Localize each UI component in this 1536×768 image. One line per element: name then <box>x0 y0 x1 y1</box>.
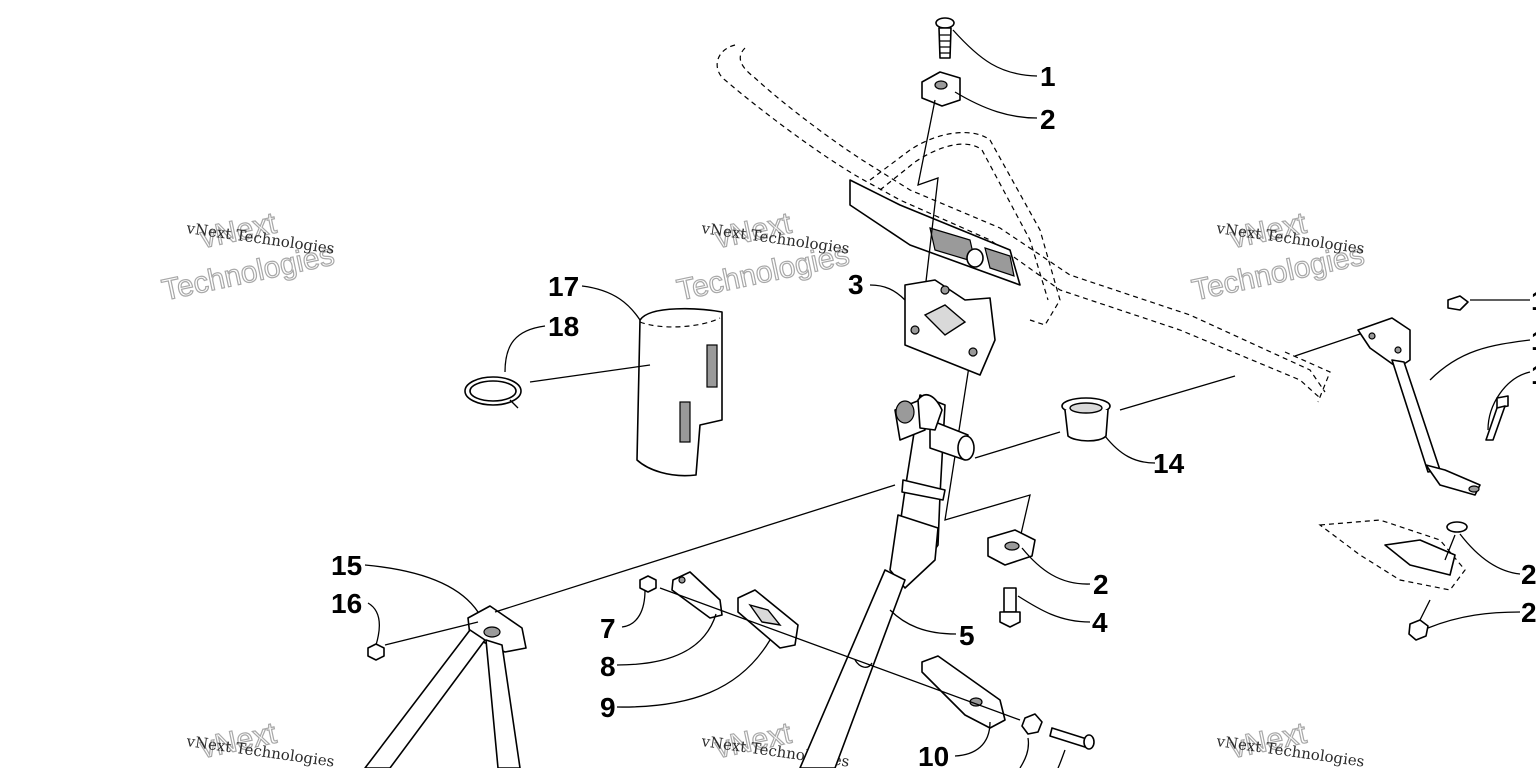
snap-ring <box>464 376 522 409</box>
bolt-top <box>935 17 955 59</box>
tie-rod-bracket <box>364 605 527 768</box>
watermark-top-left: vNext Technologies vNext Technologies <box>158 206 337 308</box>
callout-4: 4 <box>1092 607 1108 638</box>
callout-1: 1 <box>1040 61 1056 92</box>
yoke-10 <box>921 655 1095 750</box>
leader-lines <box>364 29 1531 768</box>
right-washer <box>1446 521 1468 533</box>
watermark-top-right: vNext Technologies vNext Technologies <box>1188 206 1367 308</box>
center-line-lower <box>944 359 1031 561</box>
clamp-base <box>904 279 996 376</box>
callout-labels: 1 2 3 2 4 5 7 8 9 10 14 15 16 17 18 1 1 … <box>331 61 1536 768</box>
right-bolt-long <box>1485 395 1509 441</box>
callout-10: 10 <box>918 741 949 768</box>
callout-7: 7 <box>600 613 616 644</box>
callout-14: 14 <box>1153 448 1185 479</box>
right-bolt-top <box>1447 295 1469 311</box>
watermark-top-center: vNext Technologies vNext Technologies <box>673 206 852 308</box>
callout-15: 15 <box>331 550 362 581</box>
bushing <box>1061 397 1111 442</box>
callout-5: 5 <box>959 620 975 651</box>
callout-16: 16 <box>331 588 362 619</box>
callout-right-5: 2 <box>1521 597 1536 628</box>
clamp-cap-lower <box>987 529 1036 566</box>
right-bracket <box>1357 317 1481 496</box>
sleeve <box>636 307 723 477</box>
callout-8: 8 <box>600 651 616 682</box>
callout-18: 18 <box>548 311 579 342</box>
callout-right-3: 1 <box>1531 359 1536 390</box>
steering-column <box>799 394 975 768</box>
callout-9: 9 <box>600 692 616 723</box>
callout-right-2: 1 <box>1531 325 1536 356</box>
callout-17: 17 <box>548 271 579 302</box>
callout-right-1: 1 <box>1531 285 1536 316</box>
callout-3: 3 <box>848 269 864 300</box>
handlebar-outline <box>716 44 1331 403</box>
right-spindle-outline <box>1318 519 1466 591</box>
handlebar-center-section <box>849 179 1021 286</box>
bracket-9 <box>737 589 799 649</box>
assembly-axes <box>384 333 1456 721</box>
clamp-cap-top <box>921 71 961 107</box>
bolt-lower <box>999 587 1021 628</box>
right-nut <box>1408 619 1429 641</box>
callout-2: 2 <box>1040 104 1056 135</box>
callout-right-4: 2 <box>1521 559 1536 590</box>
center-line-upper <box>917 99 939 291</box>
watermark-bottom-right: vNext vNext Technologies <box>1215 716 1366 768</box>
nut-16 <box>367 643 385 661</box>
watermark-bottom-left: vNext vNext Technologies <box>185 716 336 768</box>
nut-7 <box>639 575 657 593</box>
callout-2-lower: 2 <box>1093 569 1109 600</box>
